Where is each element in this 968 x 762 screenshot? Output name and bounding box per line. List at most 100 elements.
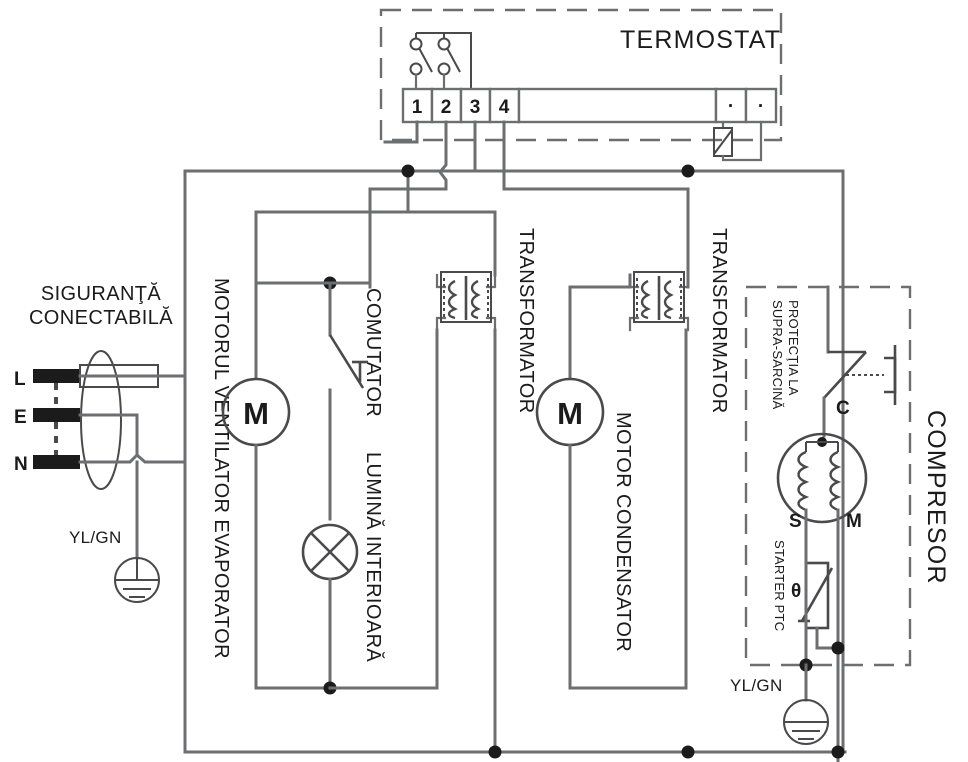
evaporator-fan-group: MOTORUL VENTILATOR EVAPORATOR M [210,278,332,690]
earth-symbol-supply [114,557,160,603]
wire-bus-to-fan-top [254,169,410,284]
thermostat-extra-terminal-1-label: · [728,96,734,117]
thermostat-title: TERMOSTAT [620,26,781,54]
junction-bus-right [681,164,695,178]
transformer-left-frame-br [485,316,497,332]
condenser-fan-group: MOTOR CONDENSATOR M [535,285,688,690]
door-switch-blade[interactable] [328,334,365,389]
supply-pin-L-label: L [14,369,26,390]
thermostat-wiring-group [254,120,695,289]
transformer-left-frame-bl [435,316,447,332]
supply-N-line [78,452,187,464]
wire-pin1-left [383,120,419,144]
bottom-junctions-group [681,745,845,759]
compressor-terminal-M-label: M [846,511,862,532]
thermostat-heater-return [721,120,763,162]
thermostat-heater-slash [713,129,733,155]
thermostat-group: 1 2 3 4 · · TERMOSTAT [379,8,783,162]
transformer-right-coil-secondary [663,279,674,320]
thermostat-contact-2-top [437,37,451,51]
supply-pin-E-label: E [14,407,27,428]
transformer-left-body [440,271,492,323]
junction-bottom-center [681,745,695,759]
junction-bottom-right [831,745,845,759]
supply-label-line1: SIGURANŢĂ [41,282,162,305]
transformer-left-coil-primary [447,279,458,320]
transformer-right-frame-bl [628,316,640,332]
supply-blade-N [33,455,80,469]
compressor-terminal-C-label: C [836,398,850,419]
supply-cable-sheath [80,350,122,490]
wire-pin4-to-right-branch [502,120,690,289]
earth-symbol-compressor [783,699,829,745]
overload-label-line2: SUPRA-SARCINĂ [770,300,785,410]
supply-plug-group: SIGURANŢĂ CONECTABILĂ L E N YL/GN [14,282,187,603]
thermostat-terminal-dot-1[interactable] [714,87,748,124]
starter-thermistor-symbol: θ [791,581,801,602]
wire-condenser-bottom-lead [568,328,688,690]
transformer-right-label: TRANSFORMATOR [708,228,730,414]
overload-blade [823,351,867,399]
condenser-fan-label: MOTOR CONDENSATOR [612,412,634,652]
compressor-terminal-S-label: S [789,511,802,532]
supply-E-line [78,413,139,457]
compressor-group: COMPRESOR PROTECŢIA LA SUPRA-SARCINĂ C S… [744,169,950,762]
wire-light-return-to-transformer [328,328,439,690]
overload-label-line1: PROTECŢIA LA [786,300,801,396]
thermostat-blade-1 [418,47,433,73]
transformer-right-frame-br [678,316,690,332]
compressor-boundary [744,285,912,667]
compressor-motor-body [776,432,868,524]
transformer-right-body [633,271,685,323]
transformer-left-frame-tl [435,273,447,289]
junction-bottom-left [488,745,502,759]
compressor-label: COMPRESOR [922,410,950,585]
interior-light-symbol [301,523,359,581]
thermostat-extra-terminal-2-label: · [758,96,764,117]
compressor-earth-group: YL/GN [730,663,829,745]
transformer-left-label: TRANSFORMATOR [515,228,537,414]
transformer-right-coil-primary [640,279,651,320]
transformer-left-coil-secondary [470,279,481,320]
compressor-winding-start-coil [797,450,810,512]
wire-fan-bottom-lead [254,443,332,690]
supply-label-line2: CONECTABILĂ [29,306,173,329]
door-switch-label: COMUTATOR [362,288,384,417]
supply-blade-L [33,369,80,383]
thermostat-terminal-4[interactable] [488,87,521,124]
interior-light-label: LUMINĂ INTERIOARĂ [362,452,385,662]
thermostat-terminal-1[interactable] [401,87,434,124]
supply-earth-wire-label: YL/GN [69,528,122,547]
wire-pin2-to-left-branch [368,120,448,289]
thermostat-terminal-2[interactable] [430,87,463,124]
thermostat-contact-2-bottom [437,62,451,76]
starter-ptc-label: STARTER PTC [772,540,787,631]
thermostat-terminal-3-label: 3 [470,97,481,118]
thermostat-blade-2 [446,47,461,73]
thermostat-boundary [379,8,783,142]
transformer-right-group: TRANSFORMATOR [628,228,730,414]
thermostat-terminal-1-label: 1 [412,97,423,118]
thermostat-contact-1-top [409,37,423,51]
supply-blade-E [33,408,80,422]
thermostat-contact-1-bottom [409,62,423,76]
junction-bus-left [401,164,415,178]
door-switch-light-group: COMUTATOR LUMINĂ INTERIOARĂ [254,276,439,695]
evaporator-fan-label: MOTORUL VENTILATOR EVAPORATOR [210,278,232,659]
thermostat-terminal-2-label: 2 [441,97,452,118]
condenser-fan-motor-letter: M [557,396,583,431]
compressor-winding-main-coil [829,450,842,512]
thermostat-terminal-blank [517,87,718,124]
junction-ptc-main [831,641,845,655]
thermostat-terminal-4-label: 4 [499,97,510,118]
supply-pin-N-label: N [14,454,28,475]
compressor-earth-wire-label: YL/GN [730,676,783,695]
overload-bimetal-body [884,356,897,394]
transformer-left-group: TRANSFORMATOR [406,210,537,759]
transformer-right-frame-tr [678,273,690,289]
thermostat-link-bar [416,32,472,100]
transformer-left-frame-tr [485,273,497,289]
wire-transformer-left-top [406,210,497,277]
